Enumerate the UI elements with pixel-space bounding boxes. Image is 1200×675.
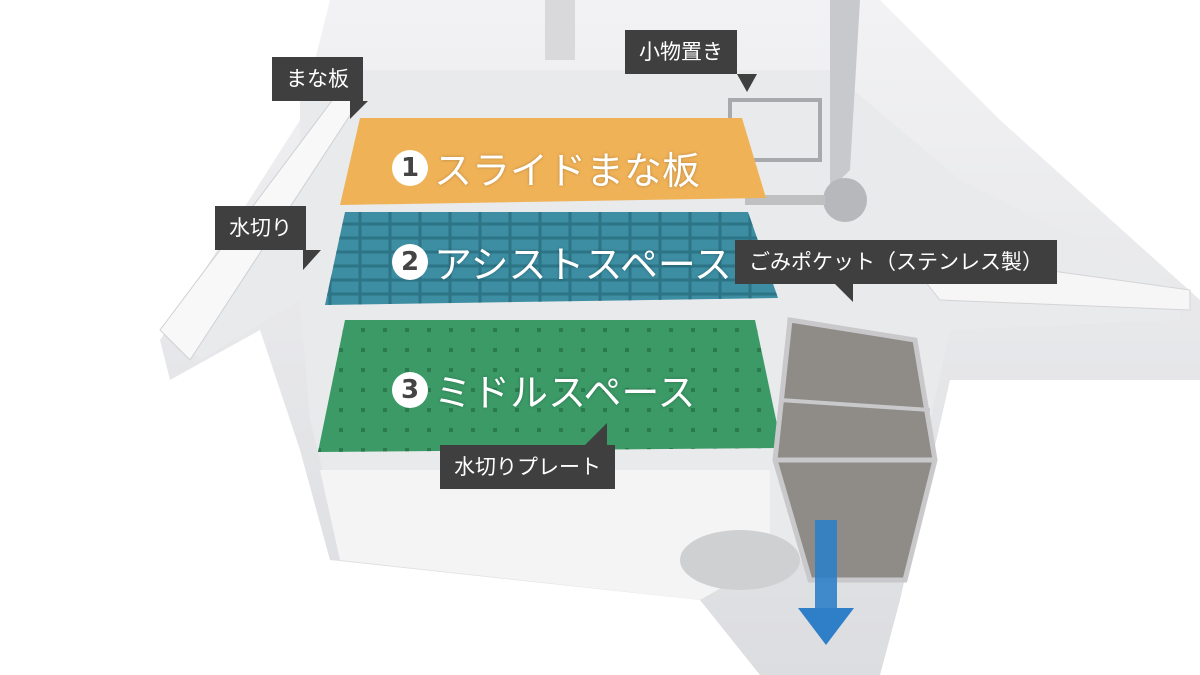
layer-label-middle-space: 3 ミドルスペース (392, 362, 695, 417)
layer-label-assist-space: 2 アシストスペース (392, 234, 732, 289)
layer-text: ミドルスペース (434, 371, 696, 415)
drain-arrow (798, 520, 854, 645)
callout-drainer: 水切り (215, 206, 321, 270)
callout-text: ごみポケット（ステンレス製） (749, 250, 1043, 274)
callout-text: 水切り (229, 216, 292, 240)
callout-accessory-holder: 小物置き (625, 30, 757, 92)
callout-text: 小物置き (639, 40, 723, 64)
callout-cutting-board: まな板 (272, 57, 368, 119)
layer-text: アシストスペース (434, 243, 732, 287)
waste-pocket-basket (680, 317, 938, 590)
faucet (545, 0, 867, 222)
layer-text: スライドまな板 (434, 149, 701, 193)
callout-text: 水切りプレート (454, 455, 601, 479)
number-badge: 1 (392, 149, 428, 186)
callout-waste-pocket: ごみポケット（ステンレス製） (735, 240, 1057, 302)
number-badge: 2 (392, 243, 428, 280)
number-badge: 3 (392, 371, 428, 408)
slide-cutting-board (340, 118, 766, 205)
callout-text: まな板 (286, 67, 349, 91)
layer-label-slide-cutting-board: 1 スライドまな板 (392, 140, 700, 195)
callout-drain-plate: 水切りプレート (440, 423, 615, 489)
